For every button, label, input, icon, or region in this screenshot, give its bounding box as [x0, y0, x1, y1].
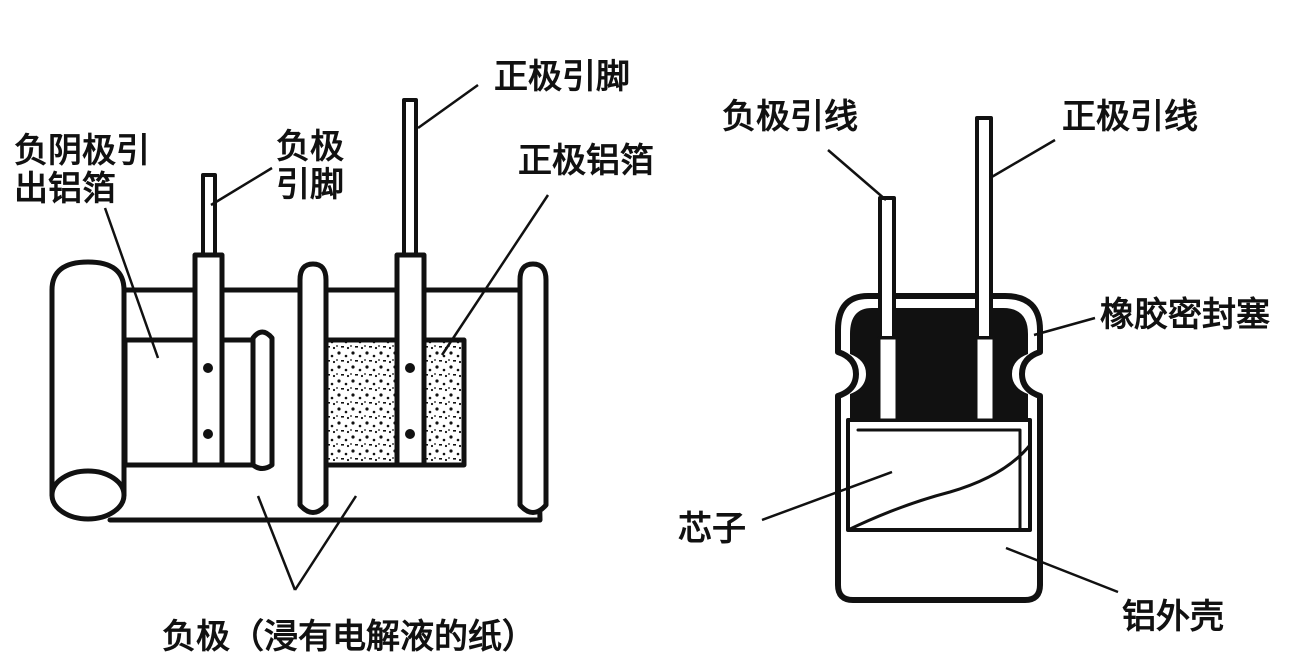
- right-leader-lines: [761, 138, 1119, 594]
- left-leader-lines: [103, 83, 550, 591]
- shell-cutaway-edge: [846, 443, 1032, 532]
- rubber-seal: [850, 308, 1028, 420]
- curled-flap: [250, 329, 275, 471]
- label-neg-cathode-foil-line1: 负阴极引: [14, 131, 150, 171]
- negative-lead: [877, 196, 899, 422]
- middle-roll: [297, 261, 329, 515]
- label-neg-pin-line1: 负极: [276, 127, 344, 167]
- right-roll: [517, 261, 549, 515]
- negative-terminal: [192, 173, 225, 468]
- label-neg-lead: 负极引线: [722, 97, 858, 137]
- label-pos-lead: 正极引线: [1062, 97, 1198, 137]
- left-capacitor-unrolled: [49, 98, 549, 523]
- label-negative-electrode: 负极（浸有电解液的纸）: [162, 617, 536, 657]
- right-capacitor-cross-section: [835, 116, 1043, 603]
- rolled-foil-cylinder: [49, 259, 127, 522]
- label-rubber-seal: 橡胶密封塞: [1100, 295, 1270, 335]
- label-core: 芯子: [678, 509, 746, 549]
- label-neg-cathode-foil-line2: 出铝箔: [14, 169, 116, 209]
- positive-lead: [974, 116, 996, 422]
- label-aluminum-shell: 铝外壳: [1122, 597, 1224, 637]
- label-pos-foil: 正极铝箔: [518, 141, 654, 181]
- core-inner-outline: [856, 428, 1022, 530]
- label-neg-pin-line2: 引脚: [276, 165, 344, 205]
- core-outline: [846, 418, 1032, 532]
- label-pos-pin: 正极引脚: [494, 57, 630, 97]
- positive-terminal: [394, 98, 427, 468]
